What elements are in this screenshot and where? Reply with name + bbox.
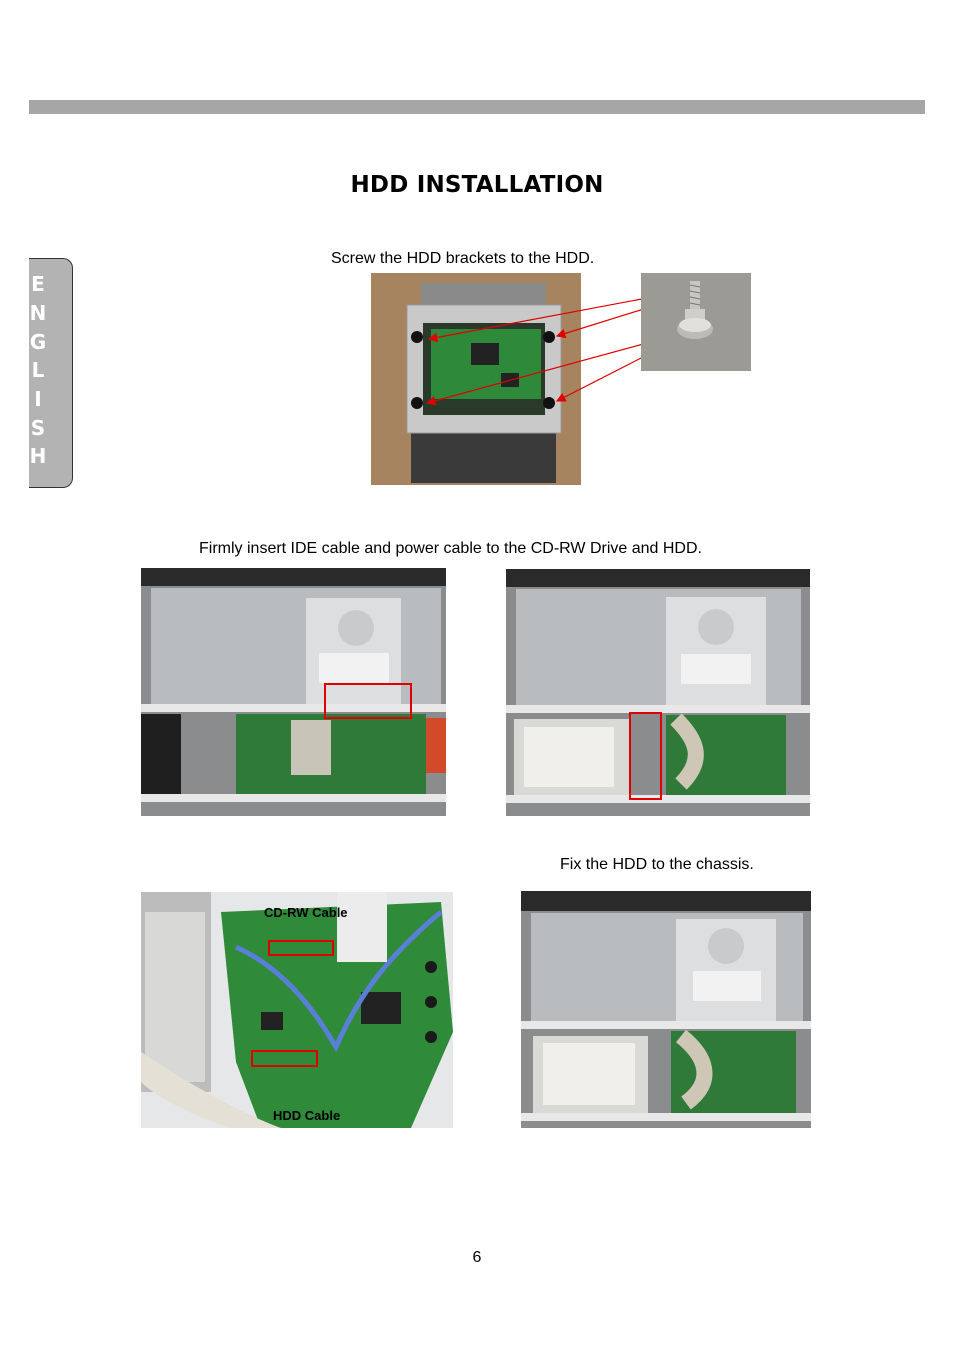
hdd-cable-highlight <box>251 1050 318 1067</box>
language-tab-letter: N <box>29 301 47 325</box>
cdrw-cable-photo <box>141 568 446 816</box>
cdrw-cable-highlight <box>268 940 334 956</box>
step2-caption: Firmly insert IDE cable and power cable … <box>199 540 702 557</box>
screw-photo <box>641 273 751 371</box>
step3-caption: Fix the HDD to the chassis. <box>560 856 754 873</box>
language-tab: E N G L I S H <box>29 258 73 488</box>
hdd-cable-label: HDD Cable <box>273 1108 341 1123</box>
language-tab-letter: S <box>30 416 46 440</box>
hdd-connector-highlight <box>629 712 662 800</box>
language-tab-letter: G <box>29 330 47 354</box>
page-title: HDD INSTALLATION <box>350 172 604 198</box>
page-number: 6 <box>472 1249 482 1266</box>
language-tab-letter: L <box>31 358 45 382</box>
pointer-arrows <box>425 297 648 406</box>
cdrw-connector-highlight <box>324 683 412 719</box>
cable-closeup-photo <box>141 892 453 1128</box>
step1-caption: Screw the HDD brackets to the HDD. <box>331 250 595 267</box>
cdrw-cable-label: CD-RW Cable <box>264 905 348 920</box>
language-tab-letter: H <box>29 444 47 468</box>
language-tab-letter: E <box>31 272 45 296</box>
language-tab-letter: I <box>34 387 42 411</box>
header-bar <box>29 100 925 114</box>
hdd-fixed-photo <box>521 891 811 1128</box>
hdd-bracket-photo <box>371 273 581 485</box>
